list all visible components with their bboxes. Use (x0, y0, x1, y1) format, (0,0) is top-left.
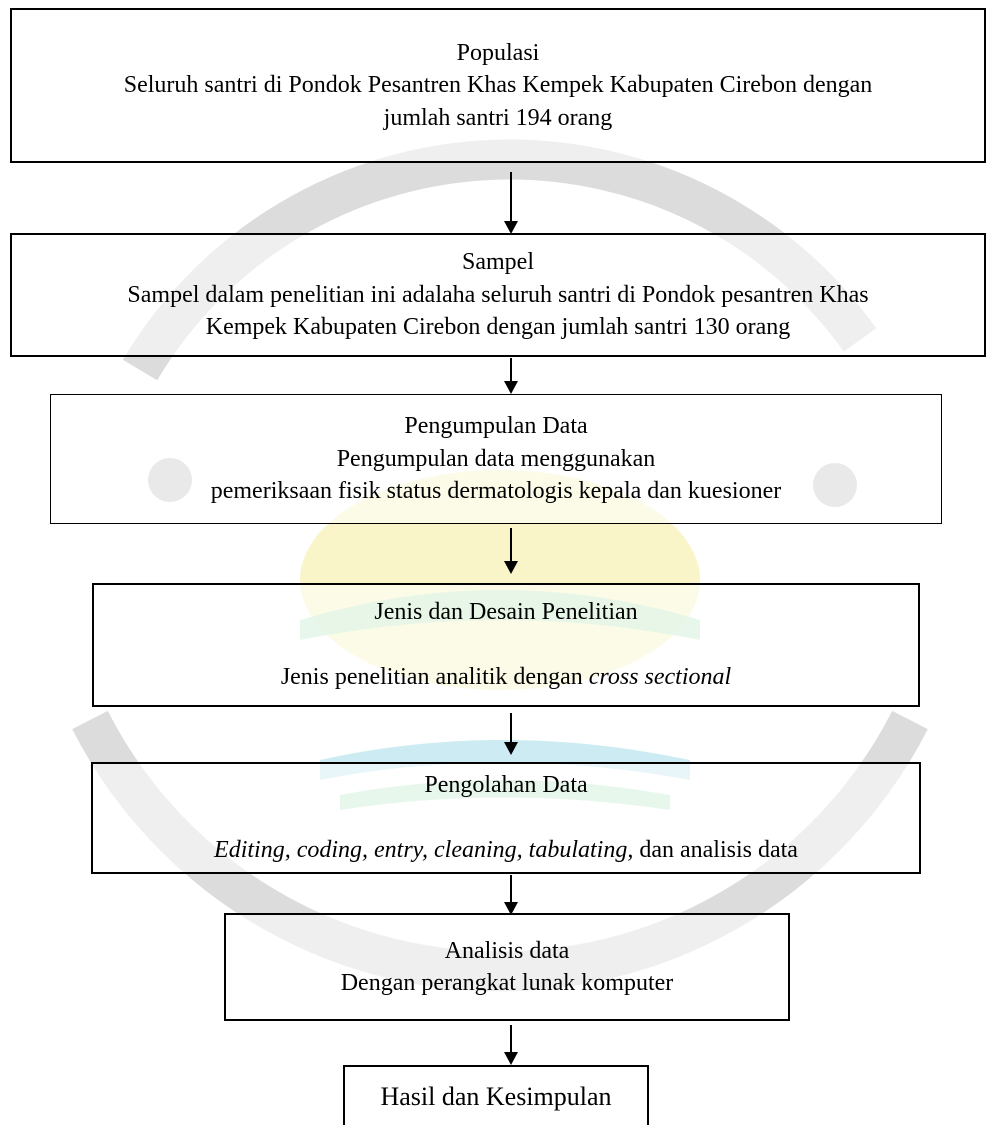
hasil-kesimpulan-box: Hasil dan Kesimpulan (343, 1065, 649, 1125)
sampel-title: Sampel (462, 249, 534, 276)
arrow-2 (504, 358, 518, 394)
pengolahan-body-text: dan analisis data (633, 837, 798, 864)
jenis-body-italic: cross sectional (588, 664, 732, 691)
populasi-body: Seluruh santri di Pondok Pesantren Khas … (123, 72, 873, 131)
analisis-title: Analisis data (444, 937, 570, 964)
analisis-body: Dengan perangkat lunak komputer (340, 970, 674, 996)
pengolahan-body: Editing, coding, entry, cleaning, tabula… (214, 802, 798, 867)
arrow-5 (504, 875, 518, 915)
jenis-body-text: Jenis penelitian analitik dengan (280, 664, 589, 691)
arrow-1 (504, 172, 518, 234)
pengolahan-data-box: Pengolahan Data Editing, coding, entry, … (91, 762, 921, 874)
populasi-title: Populasi (456, 39, 540, 66)
pengumpulan-body: Pengumpulan data menggunakan pemeriksaan… (210, 445, 782, 505)
arrow-3 (504, 528, 518, 574)
pengolahan-body-italic: Editing, coding, entry, cleaning, tabula… (214, 837, 634, 864)
sampel-box: Sampel Sampel dalam penelitian ini adala… (10, 233, 986, 357)
arrow-4 (504, 713, 518, 755)
pengumpulan-title: Pengumpulan Data (404, 413, 588, 440)
jenis-desain-box: Jenis dan Desain Penelitian Jenis peneli… (92, 583, 920, 707)
pengumpulan-data-box: Pengumpulan Data Pengumpulan data menggu… (50, 394, 942, 524)
populasi-box: Populasi Seluruh santri di Pondok Pesant… (10, 8, 986, 163)
arrow-6 (504, 1025, 518, 1065)
analisis-data-box: Analisis data Dengan perangkat lunak kom… (224, 913, 790, 1021)
jenis-body: Jenis penelitian analitik dengan cross s… (281, 629, 731, 694)
sampel-body: Sampel dalam penelitian ini adalaha selu… (127, 281, 869, 341)
jenis-title: Jenis dan Desain Penelitian (374, 599, 638, 626)
hasil-title: Hasil dan Kesimpulan (380, 1082, 612, 1111)
pengolahan-title: Pengolahan Data (424, 772, 588, 799)
